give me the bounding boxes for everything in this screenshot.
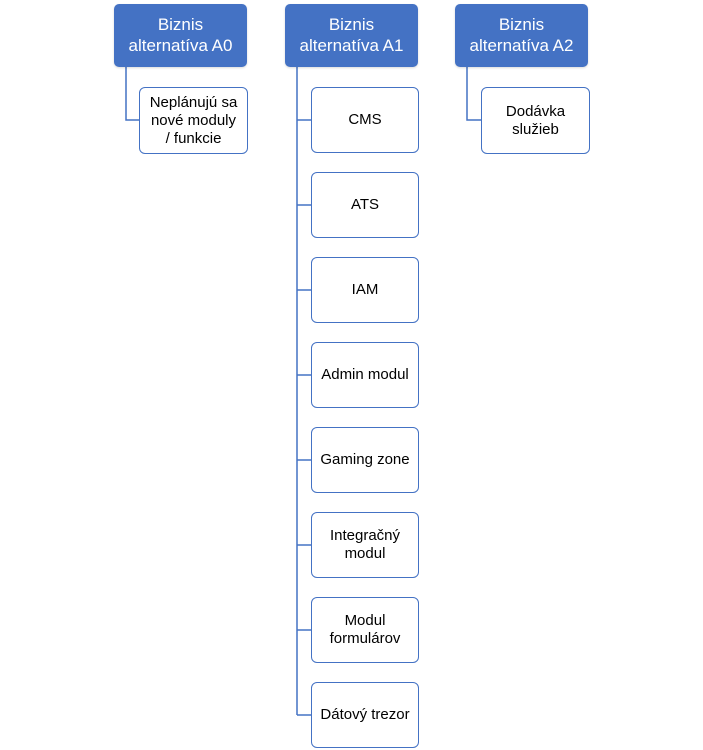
node-a1-datovy-trezor: Dátový trezor — [311, 682, 419, 748]
header-alternative-a2: Biznis alternatíva A2 — [455, 4, 588, 67]
node-a1-gaming-zone: Gaming zone — [311, 427, 419, 493]
node-a1-modul-formularov: Modul formulárov — [311, 597, 419, 663]
node-a1-admin-modul: Admin modul — [311, 342, 419, 408]
header-alternative-a1: Biznis alternatíva A1 — [285, 4, 418, 67]
node-a2-dodavka-sluzieb: Dodávka služieb — [481, 87, 590, 154]
header-alternative-a0: Biznis alternatíva A0 — [114, 4, 247, 67]
connector-a2-0 — [466, 67, 481, 121]
node-a1-ats: ATS — [311, 172, 419, 238]
node-a1-cms: CMS — [311, 87, 419, 153]
node-a1-iam: IAM — [311, 257, 419, 323]
node-a0-no-new-modules: Neplánujú sa nové moduly / funkcie — [139, 87, 248, 154]
node-a1-integracny-modul: Integračný modul — [311, 512, 419, 578]
connector-a0-0 — [125, 67, 139, 121]
